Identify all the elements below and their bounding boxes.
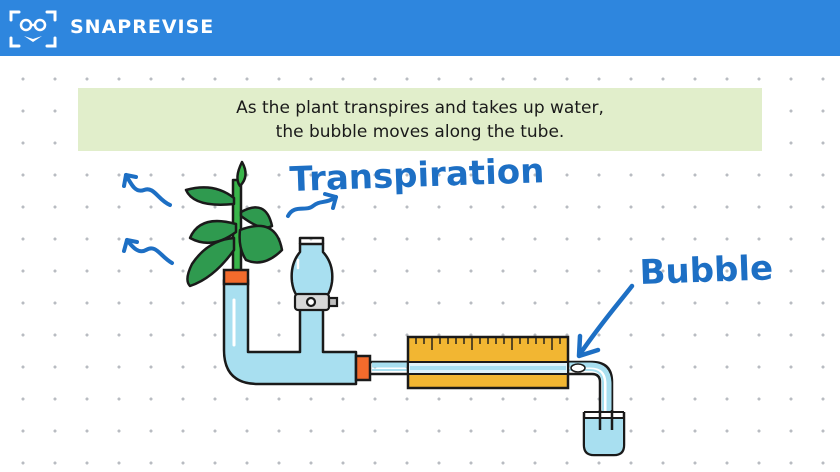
air-bubble: [570, 363, 586, 373]
plant-shoot: [184, 160, 284, 288]
bubble-arrow: [576, 283, 635, 359]
bubble-label: Bubble: [639, 248, 774, 293]
capillary-tube: [370, 360, 614, 412]
beaker: [582, 411, 626, 457]
plant-seal: [222, 268, 250, 286]
tap-valve: [293, 292, 339, 312]
caption-line-1: As the plant transpires and takes up wat…: [236, 97, 604, 118]
water-reservoir: [290, 236, 334, 302]
transpiration-arrow-lower-left: [122, 238, 174, 265]
snaprevise-logo-icon: [9, 10, 57, 48]
ruler: [406, 335, 570, 390]
caption-line-2: the bubble moves along the tube.: [275, 121, 565, 142]
header-bar: SNAPREVISE: [0, 0, 840, 56]
transpiration-label: Transpiration: [289, 151, 545, 200]
caption-box: As the plant transpires and takes up wat…: [78, 88, 762, 151]
brand-name: SNAPREVISE: [70, 16, 215, 38]
transpiration-arrow-right: [286, 192, 338, 218]
joint-seal: [354, 354, 372, 382]
water-filled-tubing: [222, 278, 358, 386]
transpiration-arrow-upper-left: [122, 173, 172, 207]
capillary-tube-end: [598, 410, 614, 430]
